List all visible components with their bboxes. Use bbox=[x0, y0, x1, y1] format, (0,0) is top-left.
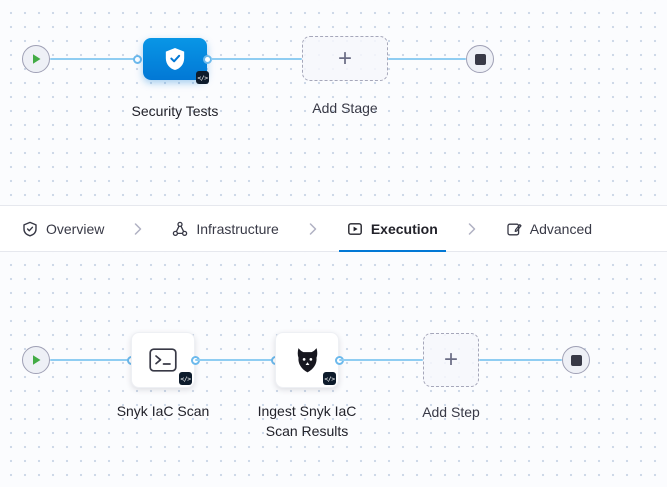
execution-end-node[interactable] bbox=[562, 346, 590, 374]
step-node-ingest-snyk-results[interactable]: </> bbox=[275, 332, 339, 388]
edge-line bbox=[195, 359, 275, 361]
step-node-snyk-iac-scan[interactable]: </> bbox=[131, 332, 195, 388]
shield-icon bbox=[23, 221, 37, 236]
code-badge-icon: </> bbox=[196, 71, 209, 84]
terminal-icon bbox=[149, 348, 177, 372]
edge-line bbox=[50, 359, 131, 361]
edge-line bbox=[50, 58, 137, 60]
tab-advanced[interactable]: Advanced bbox=[498, 206, 600, 251]
tab-execution[interactable]: Execution bbox=[338, 206, 446, 252]
tab-label: Infrastructure bbox=[196, 220, 279, 237]
edge-line bbox=[388, 58, 466, 60]
stage-canvas[interactable]: </> + Security Tests Add Stage bbox=[0, 0, 667, 205]
execution-canvas[interactable]: </> </> + Snyk IaC Scan Ingest Snyk IaC … bbox=[0, 252, 667, 487]
chevron-right-icon bbox=[134, 222, 142, 235]
add-step-button[interactable]: + bbox=[423, 333, 479, 387]
code-badge-icon: </> bbox=[179, 372, 192, 385]
stage-tab-bar: Overview Infrastructure Execution bbox=[0, 205, 667, 252]
shield-icon bbox=[165, 48, 185, 70]
tab-label: Overview bbox=[46, 220, 105, 237]
infrastructure-icon bbox=[173, 221, 188, 236]
play-icon bbox=[32, 54, 40, 64]
tab-infrastructure[interactable]: Infrastructure bbox=[164, 206, 286, 251]
chevron-right-icon bbox=[468, 222, 476, 235]
tab-label: Advanced bbox=[529, 220, 593, 237]
add-stage-label: Add Stage bbox=[312, 100, 378, 116]
edge-line bbox=[479, 359, 562, 361]
execution-icon bbox=[347, 222, 362, 235]
pipeline-end-node[interactable] bbox=[466, 45, 494, 73]
edge-line bbox=[339, 359, 423, 361]
stage-node-security-tests[interactable]: </> bbox=[143, 38, 209, 84]
add-step-label: Add Step bbox=[422, 404, 480, 420]
edge-line bbox=[211, 58, 302, 60]
execution-start-node[interactable] bbox=[22, 346, 50, 374]
advanced-icon bbox=[507, 223, 522, 235]
add-stage-button[interactable]: + bbox=[302, 36, 388, 81]
stop-icon bbox=[474, 53, 486, 65]
step-label[interactable]: Ingest Snyk IaC Scan Results bbox=[257, 403, 357, 439]
tab-label: Execution bbox=[370, 220, 438, 237]
pipeline-start-node[interactable] bbox=[22, 45, 50, 73]
stop-icon bbox=[570, 354, 582, 366]
step-label[interactable]: Snyk IaC Scan bbox=[116, 403, 210, 419]
tab-overview[interactable]: Overview bbox=[14, 206, 112, 251]
stage-label[interactable]: Security Tests bbox=[131, 103, 219, 119]
chevron-right-icon bbox=[309, 222, 317, 235]
code-badge-icon: </> bbox=[323, 372, 336, 385]
play-icon bbox=[32, 355, 40, 365]
plus-icon: + bbox=[337, 44, 352, 72]
plus-icon: + bbox=[443, 346, 458, 373]
snyk-icon bbox=[297, 347, 317, 372]
edge-connector-dot bbox=[133, 55, 142, 64]
